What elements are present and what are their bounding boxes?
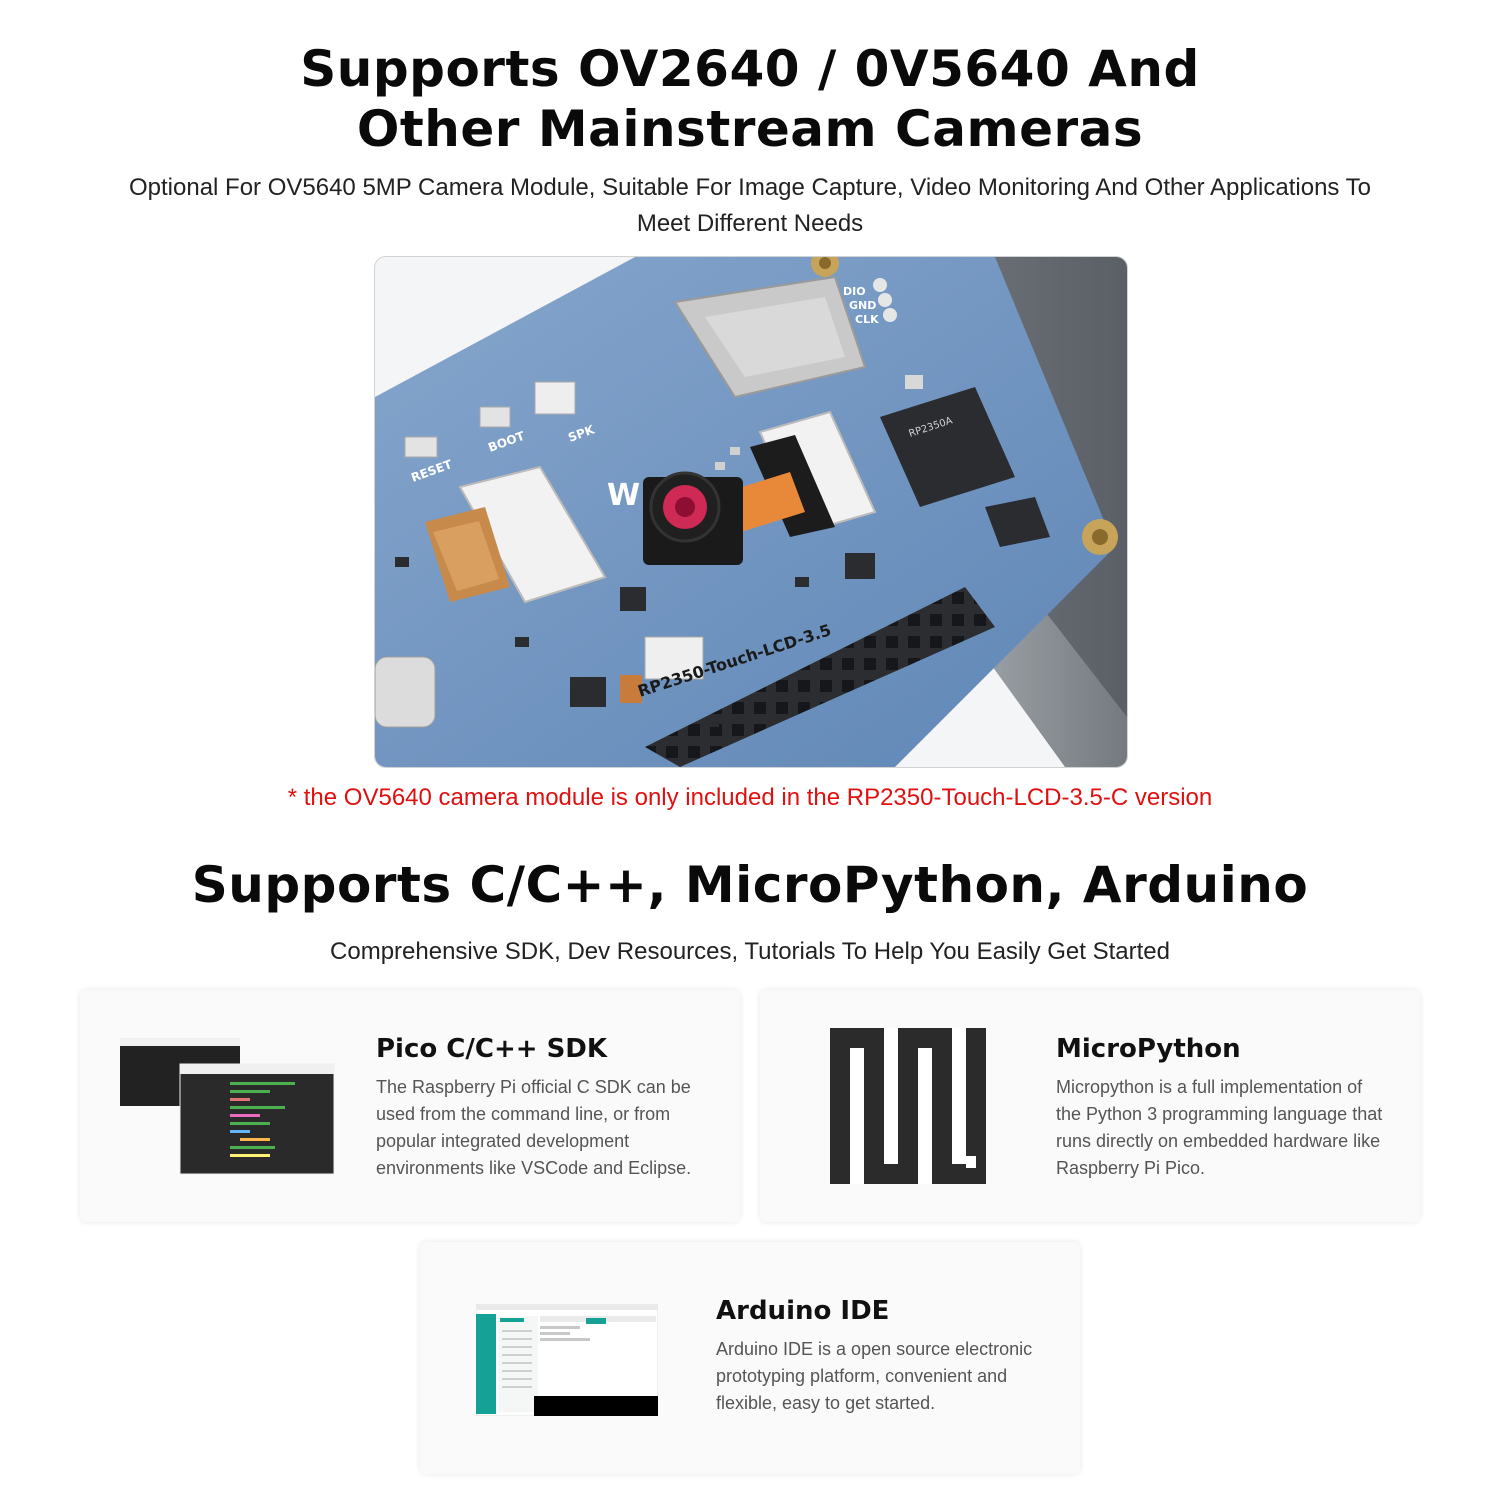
section2-subtitle: Comprehensive SDK, Dev Resources, Tutori… [330,938,1170,965]
card-micropython-desc-line: Micropython is a full implementation of [1056,1077,1363,1097]
card-arduino-ide-desc-line: flexible, easy to get started. [716,1393,936,1413]
label-dio: DIO [843,285,866,298]
card-micropython-title: MicroPython [1056,1034,1241,1064]
card-pico-sdk: Pico C/C++ SDK The Raspberry Pi official… [80,990,740,1222]
card-pico-sdk-desc-line: used from the command line, or from [376,1104,671,1124]
card-pico-sdk-title: Pico C/C++ SDK [376,1034,608,1064]
camera-board-photo: DIO GND CLK RP2350A RESET BOOT SPK [374,256,1128,768]
micropython-logo [830,1028,986,1184]
card-micropython-desc-line: runs directly on embedded hardware like [1056,1131,1381,1151]
card-micropython-desc-line: the Python 3 programming language that [1056,1104,1383,1124]
card-arduino-ide-desc-line: Arduino IDE is a open source electronic [716,1339,1033,1359]
card-pico-sdk-desc: The Raspberry Pi official C SDK can be u… [376,1074,716,1182]
section1-subtitle-line2: Meet Different Needs [636,210,864,237]
camera-version-note: * the OV5640 camera module is only inclu… [287,784,1213,811]
card-micropython-desc-line: Raspberry Pi Pico. [1056,1158,1206,1178]
section1-subtitle-line1: Optional For OV5640 5MP Camera Module, S… [128,174,1372,201]
svg-text:W: W [607,478,640,513]
label-gnd: GND [849,299,876,312]
card-pico-sdk-desc-line: environments like VSCode and Eclipse. [376,1158,692,1178]
card-arduino-ide-desc-line: prototyping platform, convenient and [716,1366,1008,1386]
card-arduino-ide: Arduino IDE Arduino IDE is a open source… [420,1242,1080,1474]
card-pico-sdk-desc-line: The Raspberry Pi official C SDK can be [376,1077,691,1097]
card-arduino-ide-title: Arduino IDE [716,1296,890,1326]
section1-title-line1: Supports OV2640 / 0V5640 And [300,40,1200,98]
card-micropython: MicroPython Micropython is a full implem… [760,990,1420,1222]
label-clk: CLK [855,313,879,326]
card-pico-sdk-desc-line: popular integrated development [376,1131,630,1151]
card-arduino-ide-desc: Arduino IDE is a open source electronic … [716,1336,1056,1417]
section1-title-line2: Other Mainstream Cameras [356,100,1144,158]
arduino-ide-screenshot [476,1304,658,1416]
terminal-icon [120,1038,335,1175]
section2-title: Supports C/C++, MicroPython, Arduino [191,856,1309,914]
board-illustration: DIO GND CLK RP2350A RESET BOOT SPK [375,257,1127,767]
card-micropython-desc: Micropython is a full implementation of … [1056,1074,1406,1182]
